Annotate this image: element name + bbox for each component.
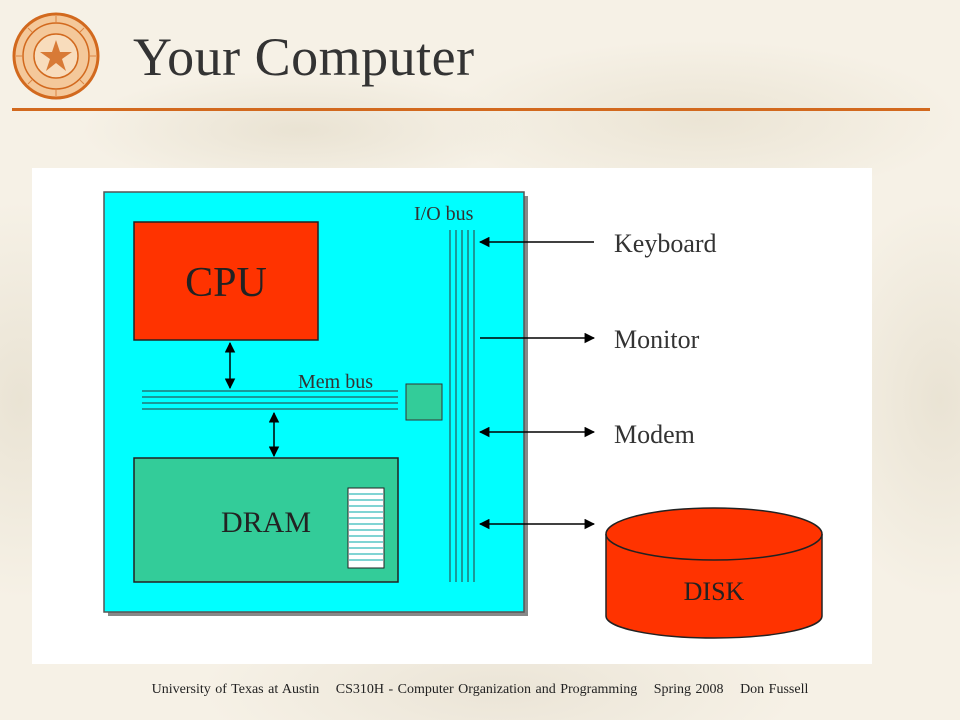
slide-title: Your Computer [133, 27, 475, 87]
footer-instructor: Don Fussell [740, 682, 809, 697]
mem-bus-label: Mem bus [298, 371, 373, 393]
footer-university: University of Texas at Austin [151, 682, 320, 697]
dram-label: DRAM [221, 506, 311, 539]
cpu-box [133, 221, 319, 341]
keyboard-label: Keyboard [614, 229, 717, 258]
modem-label: Modem [614, 420, 695, 449]
io-bus-label: I/O bus [414, 203, 474, 225]
dram-chip-lines [349, 493, 383, 561]
footer-course: CS310H - Computer Organization and Progr… [335, 682, 638, 697]
slide-footer: University of Texas at Austin CS310H - C… [0, 682, 960, 698]
disk-cylinder [605, 507, 823, 639]
bridge-chip [405, 383, 443, 421]
io-bus-lines [449, 230, 475, 582]
footer-term: Spring 2008 [653, 682, 724, 697]
computer-diagram: CPU DRAM Mem bus [103, 191, 823, 639]
memory-bus-lines [142, 390, 398, 410]
dram-chip [347, 487, 385, 569]
computer-diagram-panel: CPU DRAM Mem bus [32, 168, 872, 664]
cpu-label: CPU [185, 260, 267, 306]
title-divider [12, 108, 930, 111]
university-seal-icon [12, 12, 100, 100]
monitor-label: Monitor [614, 325, 700, 354]
disk-label: DISK [684, 577, 745, 606]
